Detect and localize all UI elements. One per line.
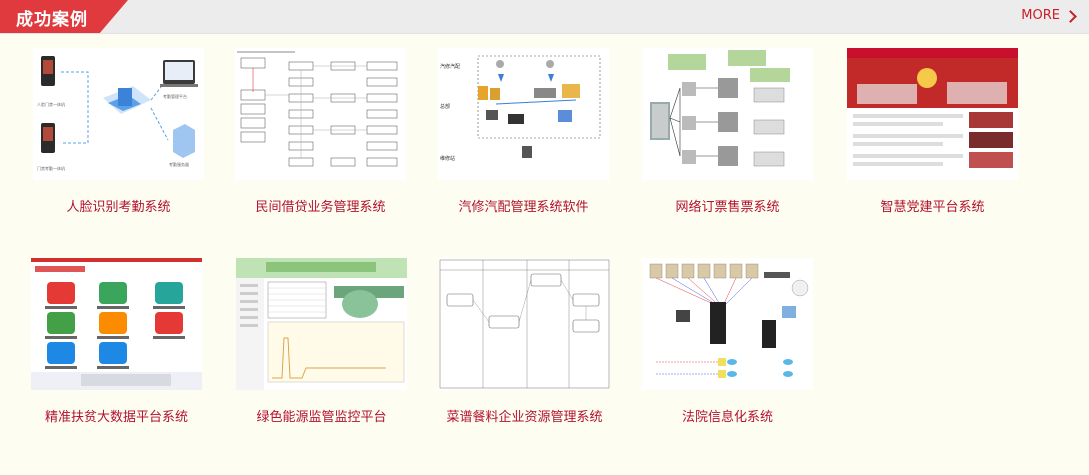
svg-text:总部: 总部 [440, 103, 450, 110]
case-card-party-building[interactable]: 智慧党建平台系统 [847, 48, 1018, 215]
case-title: 汽修汽配管理系统软件 [458, 200, 589, 215]
case-thumbnail: 人脸门禁一体机 门禁考勤一体机 考勤管理平台 考勤服务器 [33, 48, 204, 180]
svg-text:考勤管理平台: 考勤管理平台 [163, 93, 187, 99]
case-title: 菜谱餐料企业资源管理系统 [446, 410, 603, 425]
section-title: 成功案例 [16, 10, 88, 30]
case-thumbnail [236, 258, 407, 390]
case-thumbnail [642, 258, 813, 390]
case-card-recipe-erp[interactable]: 菜谱餐料企业资源管理系统 [439, 258, 610, 425]
case-card-ticketing[interactable]: 网络订票售票系统 [642, 48, 813, 215]
case-title: 智慧党建平台系统 [880, 200, 985, 215]
case-thumbnail [439, 258, 610, 390]
section-header: 成功案例 MORE [0, 0, 1089, 34]
case-thumbnail [642, 48, 813, 180]
case-title: 网络订票售票系统 [675, 200, 780, 215]
svg-text:人脸门禁一体机: 人脸门禁一体机 [37, 101, 65, 107]
case-card-auto-parts[interactable]: 汽修汽配 总部 维修站 汽修汽配管理系统软件 [438, 48, 609, 215]
svg-text:门禁考勤一体机: 门禁考勤一体机 [37, 165, 65, 171]
case-thumbnail [31, 258, 202, 390]
svg-text:维修站: 维修站 [440, 155, 455, 162]
case-title: 民间借贷业务管理系统 [255, 200, 386, 215]
case-title: 精准扶贫大数据平台系统 [44, 410, 188, 425]
svg-text:汽修汽配: 汽修汽配 [440, 63, 460, 70]
case-thumbnail [847, 48, 1018, 180]
more-link[interactable]: MORE [1021, 8, 1077, 23]
section-tab: 成功案例 [0, 0, 128, 33]
case-card-face-recognition[interactable]: 人脸门禁一体机 门禁考勤一体机 考勤管理平台 考勤服务器 人脸识别考勤系统 [33, 48, 204, 215]
case-card-green-energy[interactable]: 绿色能源监管监控平台 [236, 258, 407, 425]
chevron-right-icon [1064, 9, 1077, 23]
svg-text:考勤服务器: 考勤服务器 [169, 161, 189, 167]
case-title: 法院信息化系统 [681, 410, 773, 425]
case-title: 绿色能源监管监控平台 [256, 410, 387, 425]
case-card-private-lending[interactable]: 民间借贷业务管理系统 [235, 48, 406, 215]
case-thumbnail [235, 48, 406, 180]
case-thumbnail: 汽修汽配 总部 维修站 [438, 48, 609, 180]
case-card-poverty-alleviation[interactable]: 精准扶贫大数据平台系统 [31, 258, 202, 425]
more-label: MORE [1021, 8, 1060, 23]
case-title: 人脸识别考勤系统 [66, 200, 171, 215]
case-card-court-info[interactable]: 法院信息化系统 [642, 258, 813, 425]
